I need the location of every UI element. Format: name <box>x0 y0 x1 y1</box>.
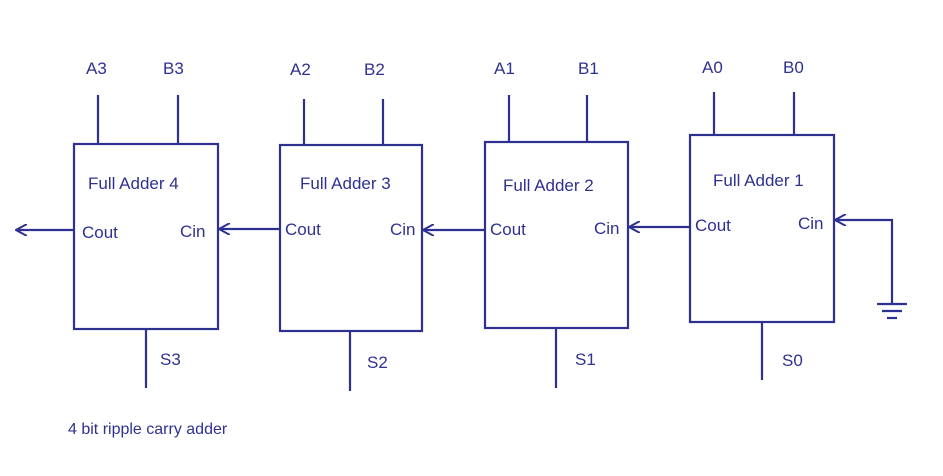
label-s1: S1 <box>575 350 596 369</box>
label-s0: S0 <box>782 351 803 370</box>
full-adder-4: A3 B3 Full Adder 4 Cout Cin S3 <box>72 59 220 388</box>
full-adder-1-title: Full Adder 1 <box>713 171 804 190</box>
full-adder-2-box <box>483 140 630 330</box>
label-s2: S2 <box>367 353 388 372</box>
label-b3: B3 <box>163 59 184 78</box>
full-adder-1-box <box>688 133 836 324</box>
diagram-caption: 4 bit ripple carry adder <box>68 421 228 438</box>
full-adder-4-cout-label: Cout <box>82 223 118 242</box>
label-a0: A0 <box>702 58 723 77</box>
full-adder-1-cin-label: Cin <box>798 214 824 233</box>
label-b2: B2 <box>364 60 385 79</box>
label-a3: A3 <box>86 59 107 78</box>
full-adder-4-box <box>72 142 220 331</box>
full-adder-3-cout-label: Cout <box>285 220 321 239</box>
ground-to-cin-wire <box>835 220 894 304</box>
full-adder-4-cin-label: Cin <box>180 222 206 241</box>
full-adder-2: A1 B1 Full Adder 2 Cout Cin S1 <box>483 59 630 388</box>
label-a1: A1 <box>494 59 515 78</box>
ground-symbol <box>835 220 907 320</box>
full-adder-3: A2 B2 Full Adder 3 Cout Cin S2 <box>278 60 424 391</box>
full-adder-2-cin-label: Cin <box>594 219 620 238</box>
label-s3: S3 <box>160 350 181 369</box>
label-a2: A2 <box>290 60 311 79</box>
full-adder-3-cin-label: Cin <box>390 220 416 239</box>
full-adder-1: A0 B0 Full Adder 1 Cout Cin S0 <box>688 58 836 380</box>
full-adder-3-title: Full Adder 3 <box>300 174 391 193</box>
label-b0: B0 <box>783 58 804 77</box>
full-adder-2-title: Full Adder 2 <box>503 176 594 195</box>
label-b1: B1 <box>578 59 599 78</box>
full-adder-4-title: Full Adder 4 <box>88 174 179 193</box>
full-adder-1-cout-label: Cout <box>695 216 731 235</box>
full-adder-2-cout-label: Cout <box>490 220 526 239</box>
